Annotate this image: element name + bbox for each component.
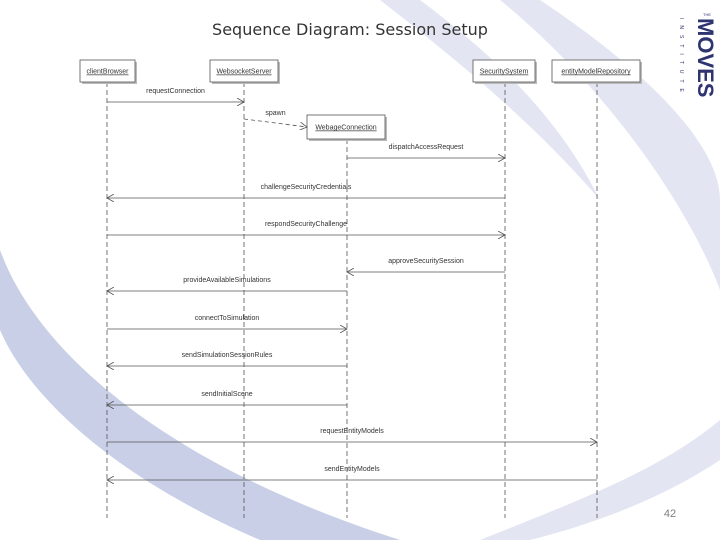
participant-box-server: [209, 59, 279, 83]
participant-label-conn: WebageConnection: [315, 125, 376, 132]
participant-box-client: [79, 59, 136, 83]
moves-institute-logo: THE MOVES INSTITUTE: [678, 12, 714, 98]
participant-box-conn: [306, 114, 386, 140]
message-label: respondSecurityChallenge: [265, 221, 347, 228]
participant-box-security: [472, 59, 536, 83]
participant-label-client: clientBrowser: [86, 69, 129, 76]
message-label: challengeSecurityCredentials: [261, 184, 352, 191]
message-label: sendInitialScene: [201, 391, 252, 398]
message-label: spawn: [265, 110, 285, 117]
logo-side-text: INSTITUTE: [678, 18, 684, 98]
logo-main-text: MOVES: [693, 18, 714, 97]
participant-label-server: WebsocketServer: [216, 69, 272, 76]
slide-title: Sequence Diagram: Session Setup: [212, 20, 488, 39]
message-label: connectToSimulation: [195, 315, 260, 322]
message-arrow: [243, 118, 307, 127]
page-number: 42: [663, 508, 677, 520]
message-label: requestEntityModels: [320, 428, 384, 435]
message-label: provideAvailableSimulations: [183, 277, 271, 284]
participant-label-repo: entityModelRepository: [561, 69, 631, 76]
message-label: dispatchAccessRequest: [389, 144, 464, 151]
message-label: sendSimulationSessionRules: [182, 352, 273, 359]
participant-box-repo: [551, 59, 641, 83]
message-label: approveSecuritySession: [388, 258, 464, 265]
participant-label-security: SecuritySystem: [480, 69, 529, 76]
message-label: requestConnection: [146, 88, 205, 95]
logo-top-text: THE: [703, 12, 711, 17]
message-label: sendEntityModels: [324, 466, 380, 473]
